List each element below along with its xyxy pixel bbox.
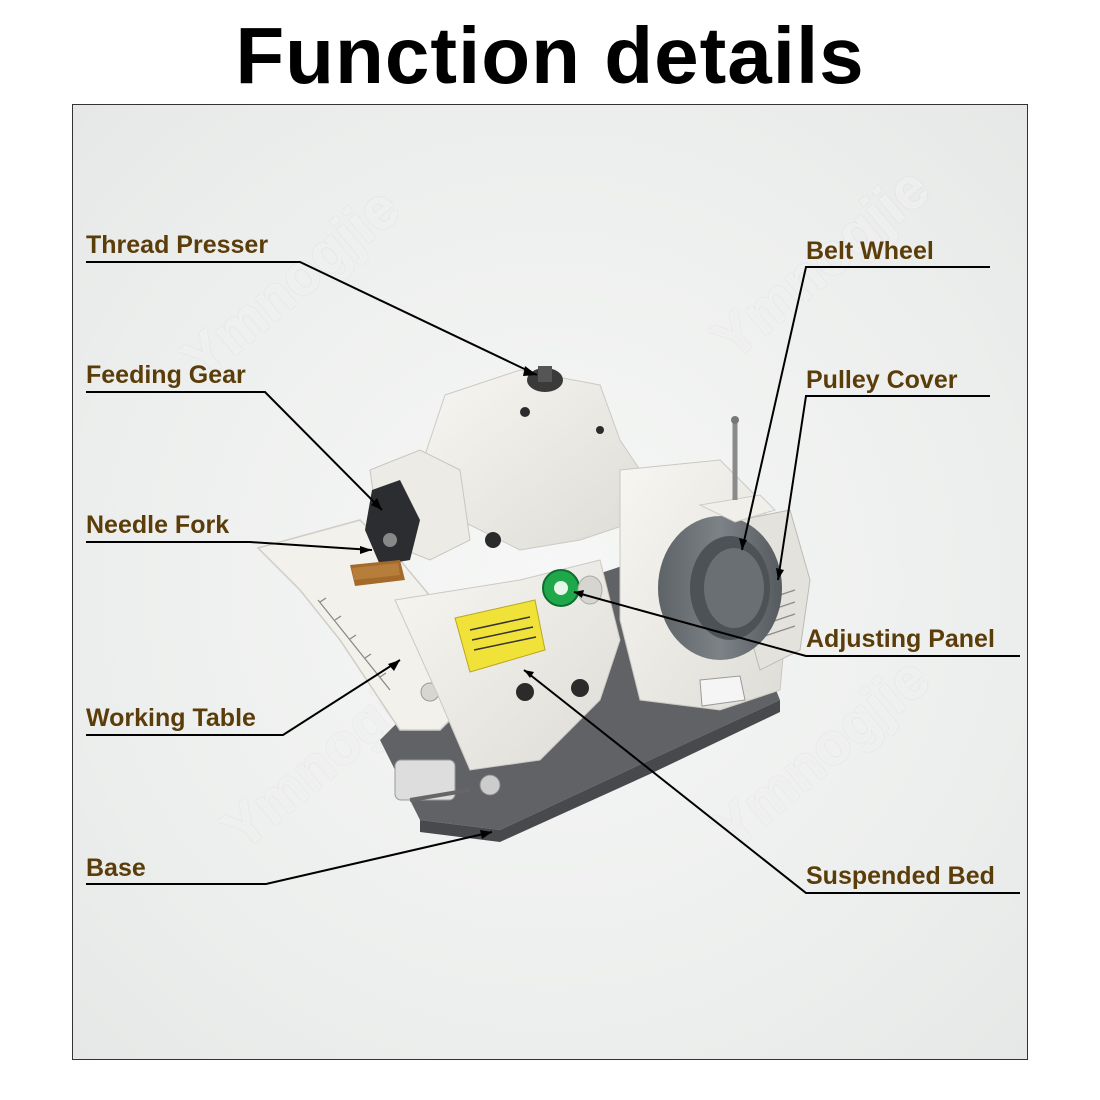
label-pulley-cover: Pulley Cover	[806, 366, 958, 394]
leader-thread-presser	[86, 261, 538, 376]
leader-adjusting-panel	[573, 591, 1020, 657]
label-belt-wheel: Belt Wheel	[806, 237, 934, 265]
label-needle-fork: Needle Fork	[86, 511, 230, 539]
leader-belt-wheel	[741, 266, 990, 551]
leader-working-table	[86, 659, 401, 736]
feeding-mechanism	[365, 480, 420, 565]
label-base: Base	[86, 854, 146, 882]
label-thread-presser: Thread Presser	[86, 231, 269, 259]
label-feeding-gear: Feeding Gear	[86, 361, 246, 389]
leader-pulley-cover	[777, 395, 990, 581]
leader-needle-fork	[86, 541, 373, 551]
page-title: Function details	[235, 11, 865, 100]
leader-feeding-gear	[86, 391, 383, 511]
front-mechanism	[394, 759, 456, 801]
label-suspended-bed: Suspended Bed	[806, 862, 995, 890]
label-working-table: Working Table	[86, 704, 256, 732]
leader-base	[86, 831, 493, 885]
leader-suspended-bed	[523, 669, 1020, 894]
label-adjusting-panel: Adjusting Panel	[806, 625, 995, 653]
suspended-bed	[394, 559, 621, 771]
